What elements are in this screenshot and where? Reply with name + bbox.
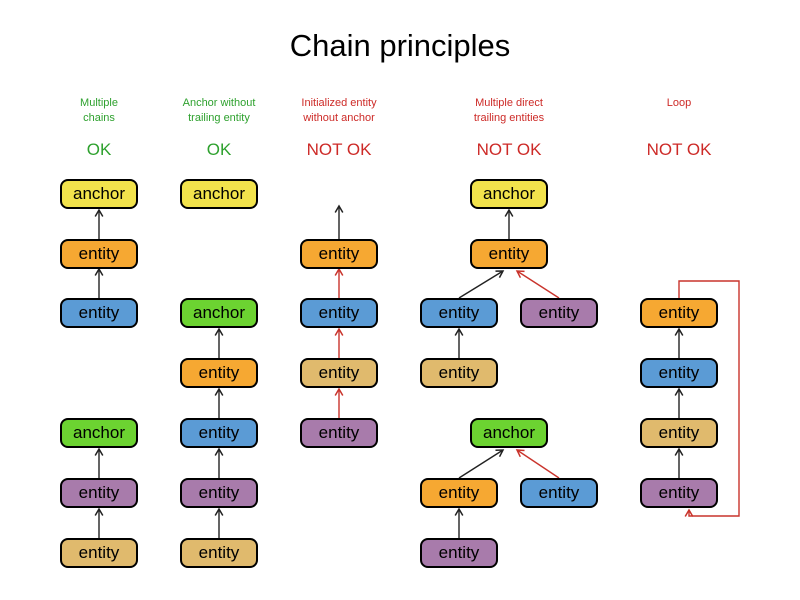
node-entity: entity [300, 239, 378, 269]
node-entity: entity [180, 538, 258, 568]
node-entity: entity [60, 239, 138, 269]
column-description: Multiple direct trailing entities [473, 97, 545, 124]
node-entity: entity [420, 358, 498, 388]
node-entity: entity [420, 298, 498, 328]
status-badge: NOT OK [476, 140, 542, 159]
node-anchor: anchor [180, 179, 258, 209]
node-entity: entity [180, 418, 258, 448]
status-badge: OK [86, 140, 112, 159]
column-header-loop: Loop NOT OK [604, 96, 754, 160]
node-entity: entity [640, 298, 718, 328]
column-description: Multiple chains [80, 97, 118, 124]
column-header-multiple-chains: Multiple chains OK [24, 96, 174, 160]
node-anchor: anchor [60, 418, 138, 448]
column-header-initialized-entity-without-anchor: Initialized entity without anchor NOT OK [264, 96, 414, 160]
node-entity: entity [470, 239, 548, 269]
node-entity: entity [300, 298, 378, 328]
node-anchor: anchor [470, 418, 548, 448]
column-description: Anchor without trailing entity [182, 97, 256, 124]
column-description: Initialized entity without anchor [301, 97, 377, 124]
node-anchor: anchor [60, 179, 138, 209]
status-badge: NOT OK [646, 140, 712, 159]
node-entity: entity [420, 478, 498, 508]
node-entity: entity [60, 478, 138, 508]
node-entity: entity [60, 298, 138, 328]
node-entity: entity [640, 418, 718, 448]
node-entity: entity [520, 298, 598, 328]
node-entity: entity [180, 478, 258, 508]
node-entity: entity [300, 418, 378, 448]
node-entity: entity [640, 358, 718, 388]
node-entity: entity [640, 478, 718, 508]
status-badge: NOT OK [306, 140, 372, 159]
node-entity: entity [520, 478, 598, 508]
node-anchor: anchor [180, 298, 258, 328]
node-entity: entity [60, 538, 138, 568]
node-entity: entity [420, 538, 498, 568]
column-header-multiple-direct-trailing-entities: Multiple direct trailing entities NOT OK [434, 96, 584, 160]
node-entity: entity [180, 358, 258, 388]
node-entity: entity [300, 358, 378, 388]
status-badge: OK [206, 140, 232, 159]
node-anchor: anchor [470, 179, 548, 209]
column-header-anchor-without-trailing-entity: Anchor without trailing entity OK [144, 96, 294, 160]
column-description: Loop [666, 97, 692, 109]
diagram-title: Chain principles [289, 28, 511, 63]
